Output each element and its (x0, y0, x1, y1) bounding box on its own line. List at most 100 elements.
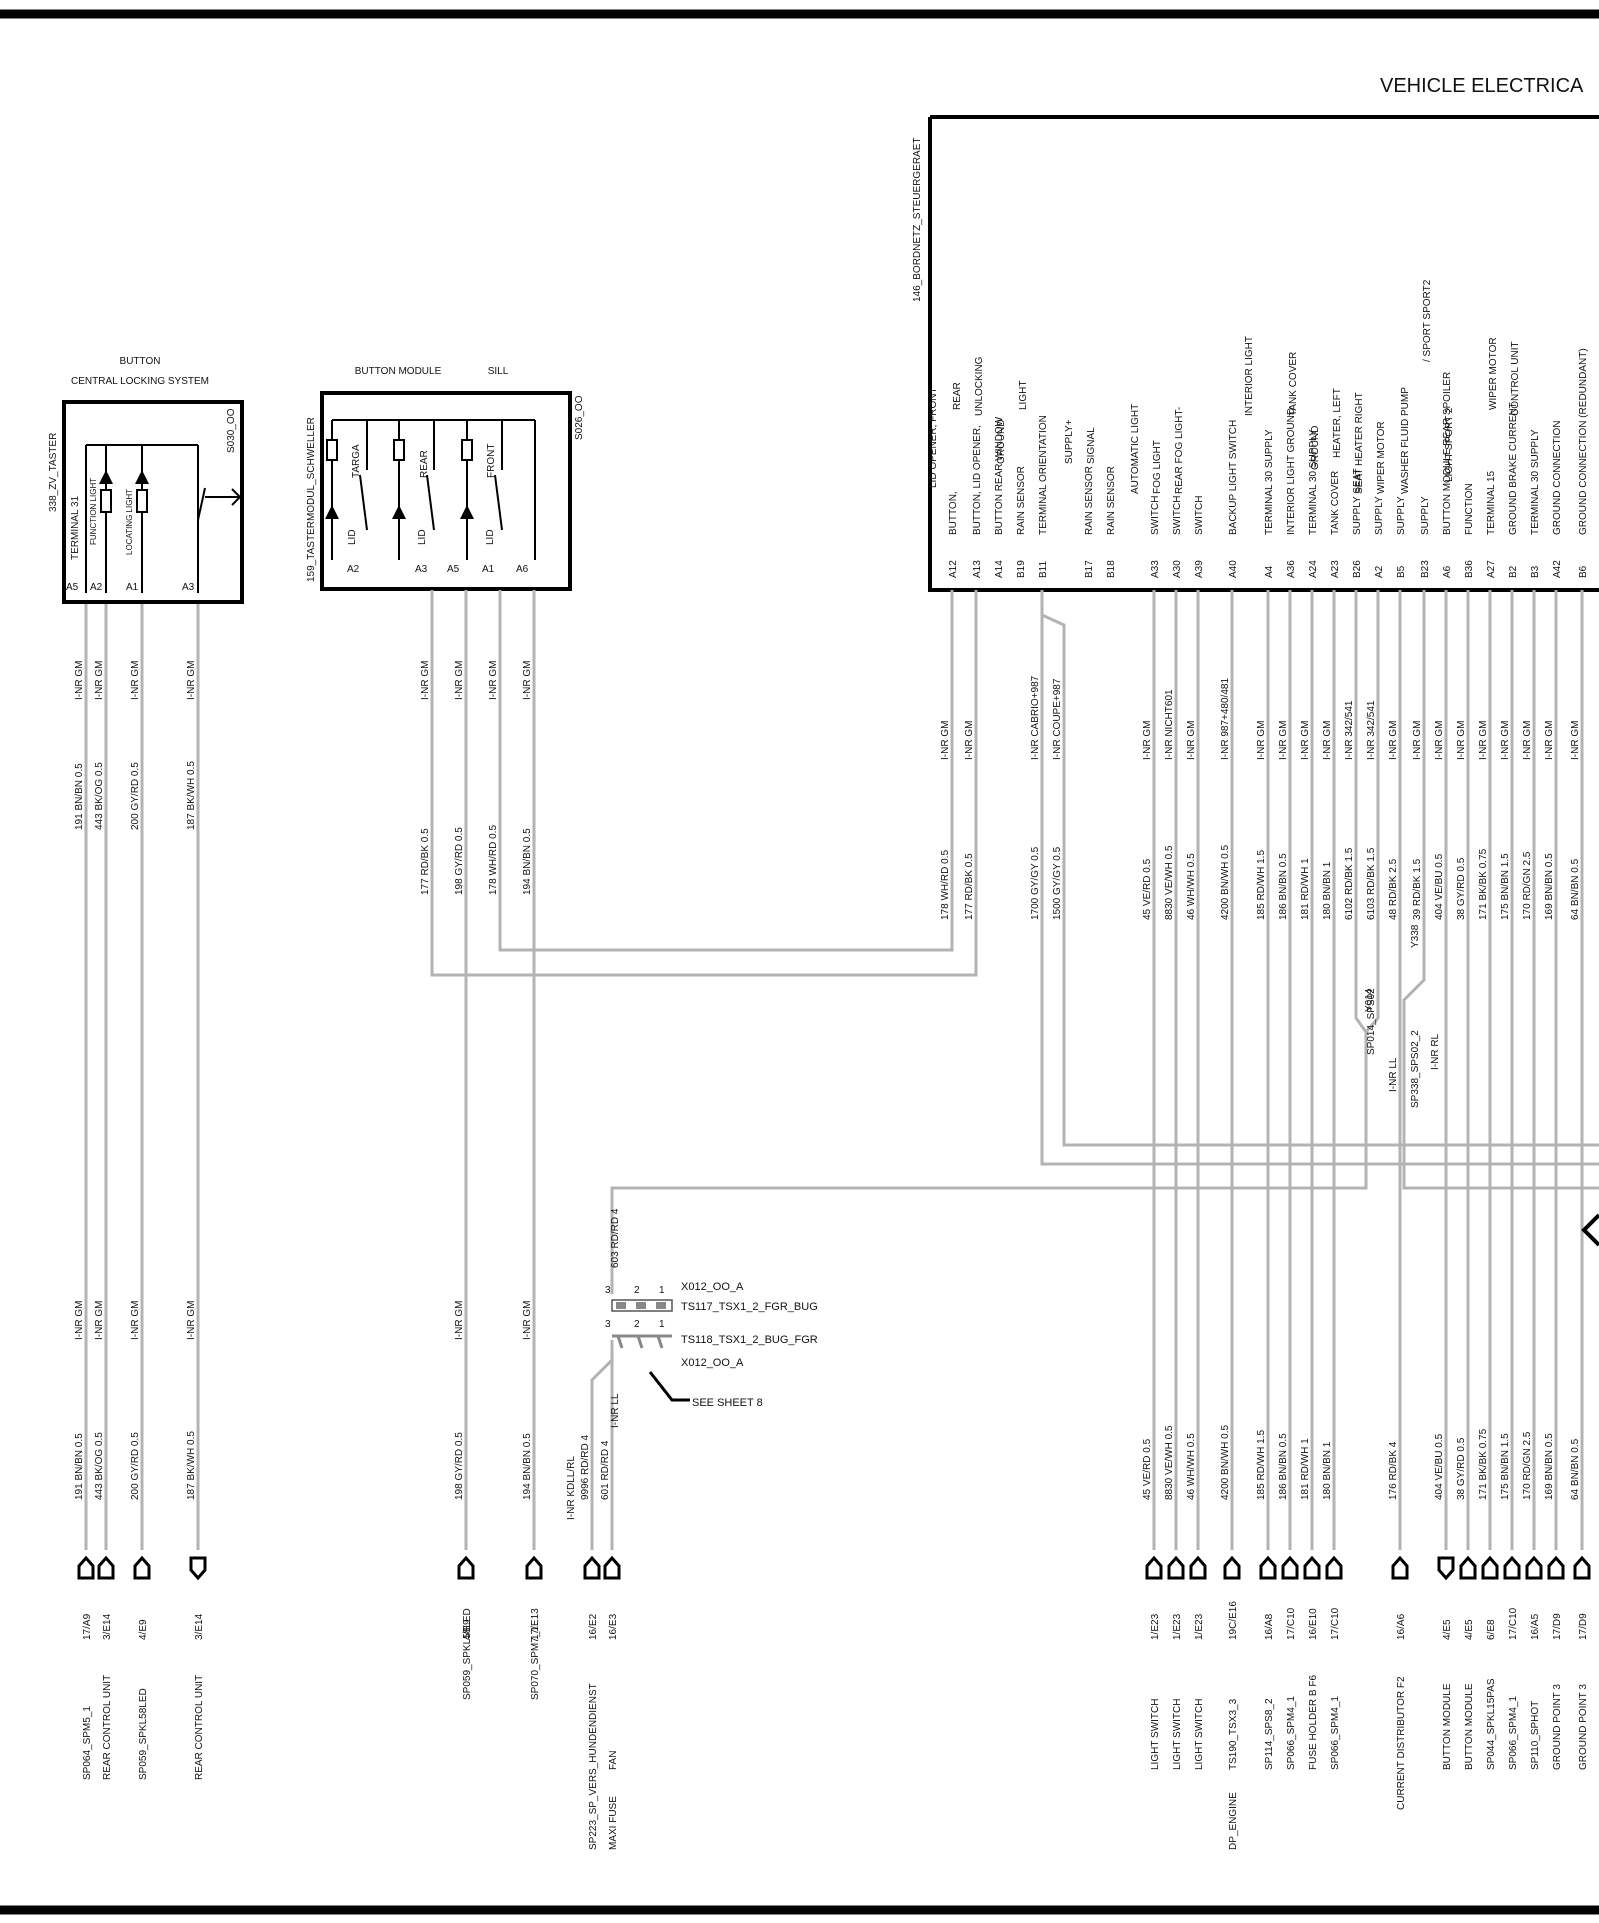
bcm-bottom-label: 171 BK/BK 0.75 (1478, 1428, 1489, 1500)
bcm-dest: SP110_SPHOT (1530, 1701, 1541, 1770)
bcm-terminal (1503, 1555, 1521, 1580)
fan-terminal (583, 1555, 601, 1580)
connector-ts118: TS118_TSX1_2_BUG_FGR (681, 1334, 818, 1346)
bcm-pin-desc-2: GROUND (1310, 426, 1321, 470)
bcm-box (928, 115, 1599, 592)
bcm-wire-code: I-NR GM (1478, 721, 1489, 760)
zv-ref: 17/A9 (82, 1613, 93, 1640)
sill-wire-label: 198 GY/RD 0.5 (454, 827, 465, 895)
splice-area: SP014_SPS02 Y014 Y338 I-NR LL SP338_SPS0… (1364, 924, 1441, 1108)
bcm-ref: 1/E23 (1150, 1613, 1161, 1640)
sill-wire-178 (498, 590, 954, 952)
bcm-bottom-label: 170 RD/GN 2.5 (1522, 1431, 1533, 1500)
sill-label-lid-2: LID (417, 529, 428, 545)
fan-dest: MAXI FUSE (608, 1796, 619, 1850)
zv-wire-code-bottom: I-NR GM (130, 1301, 141, 1340)
seat-heater-right (1364, 590, 1380, 1033)
conn-bot-pin-1: 1 (659, 1319, 665, 1330)
bcm-ref: 16/A5 (1530, 1613, 1541, 1640)
bcm-pin-desc: TERMINAL 30 SUPPLY (1308, 429, 1319, 535)
see-sheet-arrow (648, 1371, 690, 1402)
bcm-wire-label: 46 WH/WH 0.5 (1186, 853, 1197, 920)
bcm-wire-code: I-NR GM (1570, 721, 1581, 760)
bcm-dest: GROUND POINT 3 (1578, 1684, 1589, 1770)
bcm-terminal (1259, 1555, 1277, 1580)
bcm-pin-desc: GROUND CONNECTION (1552, 421, 1563, 535)
bcm-bottom-label: 169 BN/BN 0.5 (1544, 1433, 1555, 1500)
bcm-wire-code: I-NR 342/541 (1344, 700, 1355, 760)
bcm-wire-label: 171 BK/BK 0.75 (1478, 848, 1489, 920)
bcm-pin-id: B5 (1396, 565, 1407, 578)
bcm-pin-desc-2: FOG LIGHT (1152, 440, 1163, 494)
bcm-wire-code: I-NR GM (1142, 721, 1153, 760)
bcm-wire-label: 6103 RD/BK 1.5 (1366, 847, 1377, 920)
bcm-ref: 1/E23 (1194, 1613, 1205, 1640)
bcm-pin-desc: SUPPLY SEAT (1352, 468, 1363, 535)
zv-code: S030_OO (226, 408, 237, 453)
bcm-terminal (1437, 1556, 1455, 1581)
sill-ref: 17/E13 (530, 1608, 541, 1640)
wiper-terminal (1391, 1555, 1409, 1580)
fan-dest-2: FAN (608, 1751, 619, 1770)
bcm-pin-id: A2 (1374, 565, 1385, 578)
bcm-pin-id: A36 (1286, 560, 1297, 578)
zv-led-1 (99, 470, 113, 484)
bcm-dest: SP044_SPKL15PAS (1486, 1678, 1497, 1770)
bcm-wire-code: I-NR GM (1388, 721, 1399, 760)
connector-ts117-pin-a (616, 1302, 626, 1309)
bcm-ref: 6/E8 (1486, 1619, 1497, 1640)
bcm-pin-id: A33 (1150, 560, 1161, 578)
sill-code: S026_OO (574, 395, 585, 440)
bcm-pin-desc: TERMINAL 15 (1486, 470, 1497, 535)
bcm-wire-label: 38 GY/RD 0.5 (1456, 857, 1467, 920)
bcm-wire-code: I-NR GM (1256, 721, 1267, 760)
bcm-pin-desc-2: HEATER, LEFT (1332, 388, 1343, 458)
bcm-pin-desc-2: WASHER FLUID PUMP (1400, 387, 1411, 494)
sill-bottom-label: 198 GY/RD 0.5 (454, 1432, 465, 1500)
bcm-pin-desc: TERMINAL ORIENTATION (1038, 415, 1049, 535)
sill-wire-label: 194 BN/BN 0.5 (522, 828, 533, 895)
bcm-wire-code: I-NR GM (964, 721, 975, 760)
bcm-ref: 4/E5 (1442, 1619, 1453, 1640)
sill-box (320, 391, 572, 591)
zv-wire-code-bottom: I-NR GM (94, 1301, 105, 1340)
sill-label-lid-3: LID (485, 529, 496, 545)
bcm-pin-desc: RAIN SENSOR (1106, 466, 1117, 535)
bcm-pin-desc: BUTTON, (948, 491, 959, 535)
bcm-wire-code: I-NR GM (1186, 721, 1197, 760)
splice-sp338: SP338_SPS02_2 (1410, 1030, 1421, 1108)
sill-id: 159_TASTERMODUL_SCHWELLER (306, 417, 317, 582)
fan-wire-label: 601 RD/RD 4 (600, 1440, 611, 1500)
bcm-wire-label: 404 VE/BU 0.5 (1434, 853, 1445, 920)
bcm-wire-code: I-NR GM (1412, 721, 1423, 760)
sill-bottom-label: 194 BN/BN 0.5 (522, 1433, 533, 1500)
connector-ts117-pin-c (656, 1302, 666, 1309)
bcm-pin-desc: SUPPLY (1396, 496, 1407, 535)
sill-led (460, 505, 474, 519)
bordnetz-steuergeraet-component: 146_BORDNETZ_STEUERGERAET (912, 115, 1599, 592)
bcm-terminal (1325, 1555, 1343, 1580)
sill-led (325, 505, 339, 519)
bcm-wire-code: I-NR GM (1300, 721, 1311, 760)
seat-heater-splice (610, 590, 1368, 1294)
bcm-wire-label: 169 BN/BN 0.5 (1544, 853, 1555, 920)
bcm-pin-desc: GROUND BRAKE CURRENT (1508, 402, 1519, 535)
sill-label-front: FRONT (486, 444, 497, 478)
bcm-pin-desc-2: WIPER MOTOR (1488, 337, 1499, 410)
bcm-pin-desc-2: / SPORT SPORT2 (1422, 279, 1433, 362)
bcm-dest: SP066_SPM4_1 (1330, 1696, 1341, 1770)
bcm-bottom-label: 64 BN/BN 0.5 (1570, 1438, 1581, 1500)
sill-switch (426, 420, 435, 531)
bcm-pin-id: B23 (1420, 560, 1431, 578)
bcm-pin-desc-2: LID OPENER, FRONT (928, 387, 939, 488)
splice-sp014: SP014_SPS02 (1366, 988, 1377, 1055)
bcm-wire-label: 1500 GY/GY 0.5 (1052, 846, 1063, 920)
bcm-terminal (1573, 1555, 1591, 1580)
bcm-pin-desc: TERMINAL 30 SUPPLY (1264, 429, 1275, 535)
connector-inr-ll: I-NR LL (610, 1393, 621, 1428)
bcm-dest: LIGHT SWITCH (1194, 1699, 1205, 1770)
bcm-pin-desc-2: SIGNAL (1086, 427, 1097, 464)
bcm-wire-code: I-NR GM (1500, 721, 1511, 760)
